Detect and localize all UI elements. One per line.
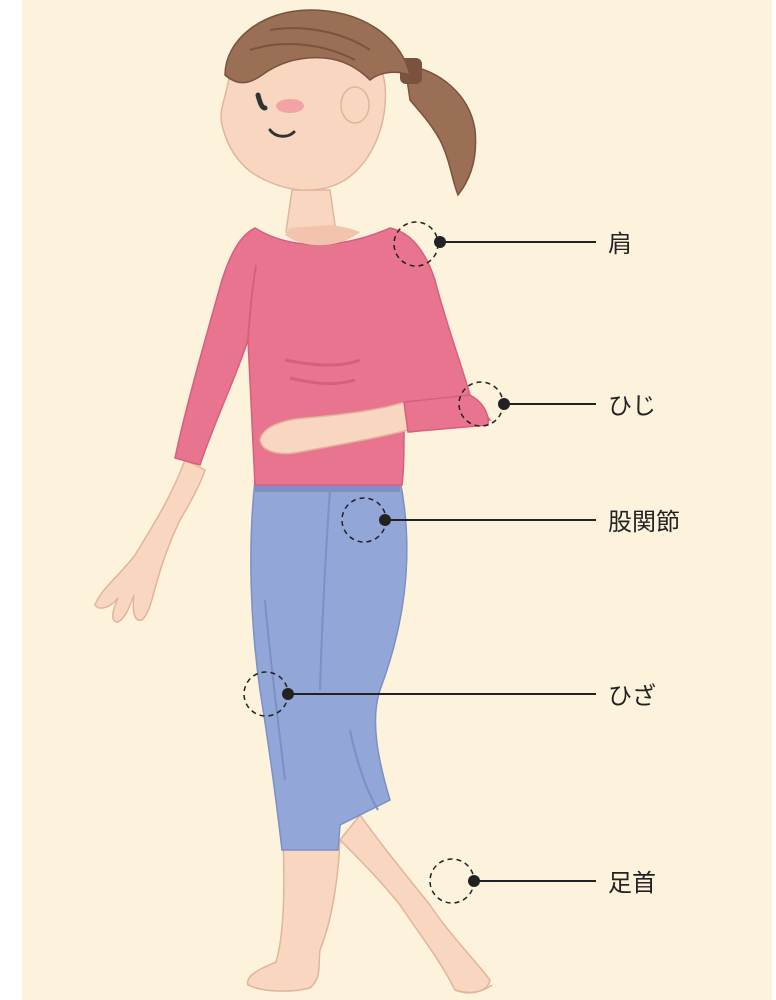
label-knee: ひざ xyxy=(608,682,656,710)
cheek xyxy=(276,99,304,113)
label-hip: 股関節 xyxy=(608,508,680,536)
label-elbow: ひじ xyxy=(608,392,656,420)
label-shoulder: 肩 xyxy=(608,230,632,258)
label-ankle: 足首 xyxy=(608,869,656,897)
